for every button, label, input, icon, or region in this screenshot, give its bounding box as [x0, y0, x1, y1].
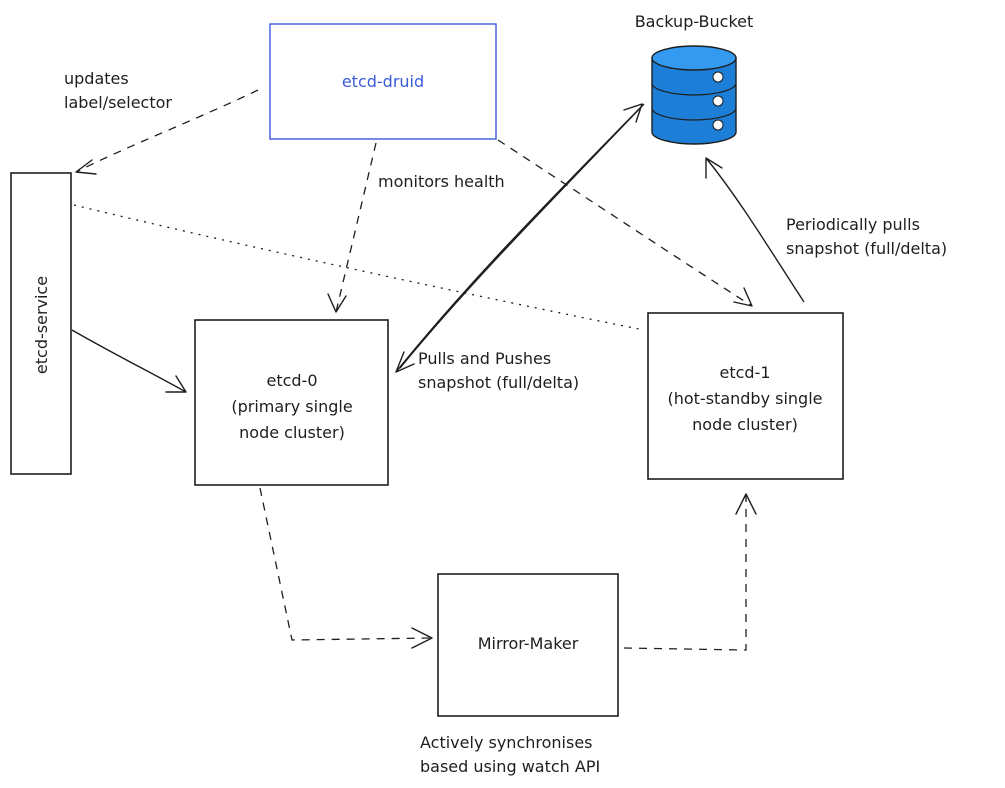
- etcd-0-label-line1: etcd-0: [266, 371, 317, 390]
- backup-bucket-label: Backup-Bucket: [635, 12, 754, 31]
- edge-service-to-etcd0: [71, 329, 187, 393]
- etcd-1-label-line2: (hot-standby single: [667, 389, 822, 408]
- edge-druid-to-service: [75, 89, 259, 175]
- edge-mirror-maker-to-etcd1: [623, 493, 757, 651]
- etcd-0-label-line2: (primary single: [231, 397, 352, 416]
- edge-druid-to-etcd1: [497, 139, 753, 307]
- edge-etcd0-to-mirror-maker: [259, 487, 433, 649]
- etcd-1-node: etcd-1 (hot-standby single node cluster): [647, 312, 844, 480]
- etcd-0-node: etcd-0 (primary single node cluster): [194, 319, 389, 486]
- pulls-pushes-label-line1: Pulls and Pushes: [418, 349, 551, 368]
- etcd-druid-label: etcd-druid: [342, 72, 424, 91]
- monitors-health-label: monitors health: [378, 172, 505, 191]
- edge-service-to-etcd1-dotted: [73, 204, 645, 331]
- etcd-1-label-line3: node cluster): [692, 415, 798, 434]
- edge-druid-to-etcd0: [327, 142, 377, 313]
- edge-etcd1-to-bucket: [705, 157, 805, 303]
- periodically-pulls-label-line1: Periodically pulls: [786, 215, 920, 234]
- etcd-0-label-line3: node cluster): [239, 423, 345, 442]
- database-icon: [651, 45, 737, 145]
- mirror-maker-node: Mirror-Maker: [437, 573, 619, 717]
- mirror-maker-label: Mirror-Maker: [478, 634, 579, 653]
- actively-sync-label-line1: Actively synchronises: [420, 733, 593, 752]
- etcd-druid-node: etcd-druid: [269, 23, 497, 140]
- updates-label-line2: label/selector: [64, 93, 172, 112]
- backup-bucket-node: Backup-Bucket: [635, 12, 754, 145]
- edge-etcd0-bucket-bidirectional: [395, 103, 645, 373]
- etcd-1-label-line1: etcd-1: [719, 363, 770, 382]
- actively-sync-label-line2: based using watch API: [420, 757, 600, 776]
- periodically-pulls-label-line2: snapshot (full/delta): [786, 239, 947, 258]
- etcd-service-node: etcd-service: [10, 172, 72, 475]
- etcd-service-label: etcd-service: [32, 276, 51, 374]
- pulls-pushes-label-line2: snapshot (full/delta): [418, 373, 579, 392]
- updates-label-line1: updates: [64, 69, 129, 88]
